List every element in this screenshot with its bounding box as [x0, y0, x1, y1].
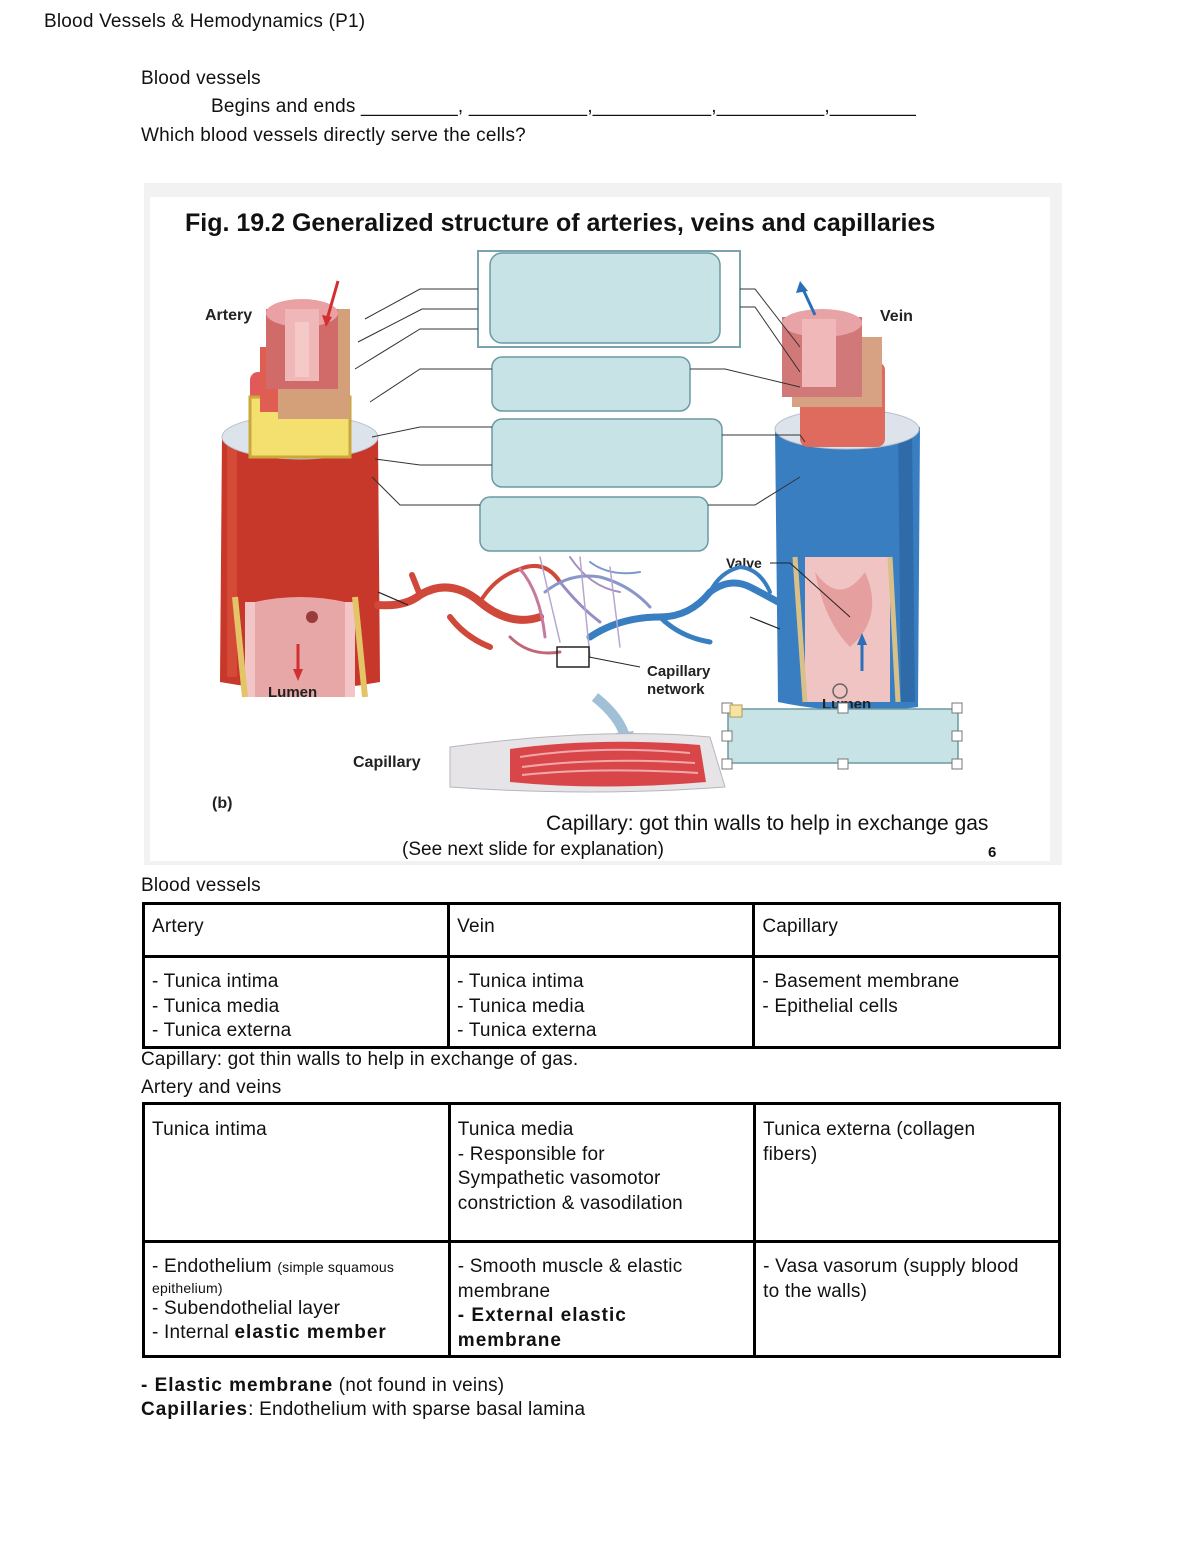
- list-item: fibers): [763, 1143, 818, 1165]
- selected-label-box[interactable]: [727, 708, 959, 764]
- vein-illustration: [774, 281, 920, 711]
- capillary-network-label-1: Capillary: [647, 663, 711, 680]
- selection-handles[interactable]: [721, 702, 963, 770]
- capillary-label: Capillary: [353, 754, 421, 771]
- list-item: - Tunica media: [152, 995, 280, 1017]
- list-item: to the walls): [763, 1280, 868, 1302]
- tunica-intima-header: Tunica intima: [142, 1102, 451, 1243]
- label-group-frame: [477, 250, 741, 348]
- table-header-row: Artery Vein Capillary: [141, 902, 1061, 958]
- text-run-bold: elastic member: [234, 1322, 387, 1343]
- tunica-media-title: Tunica media: [457, 1119, 574, 1140]
- list-item: - Internal elastic member: [152, 1321, 441, 1346]
- tunica-intima-details: - Endothelium (simple squamous epitheliu…: [142, 1240, 451, 1358]
- list-item: - Basement membrane: [762, 971, 960, 992]
- part-label: (b): [212, 795, 232, 812]
- label-box-4[interactable]: [479, 496, 709, 552]
- artery-layers-cell: - Tunica intima - Tunica media - Tunica …: [141, 955, 451, 1049]
- figure-title: Fig. 19.2 Generalized structure of arter…: [185, 209, 935, 237]
- text-run: - Endothelium: [152, 1256, 278, 1277]
- tunica-externa-details: - Vasa vasorum (supply blood to the wall…: [753, 1240, 1061, 1358]
- list-item: - Epithelial cells: [762, 995, 898, 1017]
- list-item: - Tunica externa: [457, 1020, 597, 1041]
- capillary-network-label-2: network: [647, 681, 705, 698]
- elastic-membrane-note: - Elastic membrane (not found in veins): [141, 1374, 504, 1398]
- figure-panel: Fig. 19.2 Generalized structure of arter…: [144, 183, 1062, 865]
- question-text: Which blood vessels directly serve the c…: [141, 125, 526, 146]
- lumen-label-artery: Lumen: [268, 684, 317, 701]
- capillary-layers-cell: - Basement membrane - Epithelial cells: [752, 955, 1061, 1049]
- vein-layers-cell: - Tunica intima - Tunica media - Tunica …: [447, 955, 756, 1049]
- section-heading-blood-vessels: Blood vessels: [141, 68, 261, 89]
- list-item: membrane: [457, 1280, 551, 1302]
- list-item: - Endothelium (simple squamous: [152, 1255, 441, 1280]
- list-item: - Smooth muscle & elastic: [457, 1256, 683, 1277]
- tunica-externa-header: Tunica externa (collagen fibers): [753, 1102, 1061, 1243]
- text-run: - Internal: [152, 1322, 235, 1343]
- artery-label: Artery: [205, 307, 252, 324]
- adjust-handle[interactable]: [729, 704, 743, 718]
- figure-caption: Capillary: got thin walls to help in exc…: [546, 812, 988, 835]
- magnify-box: [556, 646, 590, 668]
- list-item: - Subendothelial layer: [152, 1297, 341, 1319]
- vein-label: Vein: [880, 308, 913, 325]
- section-heading-blood-vessels-2: Blood vessels: [141, 875, 261, 896]
- see-next-note: (See next slide for explanation): [402, 839, 664, 860]
- slide-number: 6: [988, 844, 996, 861]
- list-item: - Tunica intima: [152, 971, 279, 992]
- figure-slide: Fig. 19.2 Generalized structure of arter…: [150, 197, 1050, 861]
- header-vein: Vein: [447, 902, 756, 958]
- capillary-network: [374, 556, 782, 658]
- list-item: Tunica externa (collagen: [763, 1119, 976, 1140]
- capillary-note: Capillary: got thin walls to help in exc…: [141, 1049, 579, 1070]
- label-box-2[interactable]: [491, 356, 691, 412]
- label-box-3[interactable]: [491, 418, 723, 488]
- section-heading-artery-veins: Artery and veins: [141, 1077, 282, 1098]
- layers-table: Tunica intima Tunica media - Responsible…: [142, 1102, 1061, 1358]
- text-run-small: (simple squamous: [277, 1259, 395, 1275]
- list-item: - Tunica externa: [152, 1020, 292, 1041]
- list-item: - Tunica media: [457, 995, 585, 1017]
- table-header-row: Tunica intima Tunica media - Responsible…: [142, 1102, 1061, 1243]
- artery-illustration: [220, 280, 380, 698]
- text-run-bold: - Elastic membrane: [141, 1375, 334, 1396]
- text-run: (not found in veins): [333, 1375, 505, 1396]
- rotate-handle-icon[interactable]: [832, 683, 848, 699]
- text-run: : Endothelium with sparse basal lamina: [248, 1399, 586, 1420]
- list-item: - Responsible for: [457, 1143, 605, 1165]
- vessel-diagram: Fig. 19.2 Generalized structure of arter…: [185, 209, 996, 861]
- capillary-illustration: [449, 733, 726, 793]
- table-row: - Tunica intima - Tunica media - Tunica …: [141, 955, 1061, 1049]
- vessels-table: Artery Vein Capillary - Tunica intima - …: [141, 902, 1061, 1049]
- text-run-bold: - External elastic: [457, 1305, 627, 1326]
- text-run-bold: membrane: [457, 1329, 562, 1351]
- document-title: Blood Vessels & Hemodynamics (P1): [44, 11, 366, 32]
- header-capillary: Capillary: [752, 902, 1061, 958]
- leader-lines: [354, 288, 806, 506]
- tunica-media-header: Tunica media - Responsible for Sympathet…: [447, 1102, 757, 1243]
- fill-in-blank-line: Begins and ends _________, ___________,_…: [211, 96, 917, 117]
- list-item: constriction & vasodilation: [457, 1192, 683, 1214]
- list-item: epithelium): [152, 1279, 223, 1296]
- text-run-bold: Capillaries: [141, 1399, 249, 1420]
- list-item: - Vasa vasorum (supply blood: [763, 1256, 1019, 1277]
- header-artery: Artery: [141, 902, 451, 958]
- capillaries-note: Capillaries: Endothelium with sparse bas…: [141, 1398, 585, 1422]
- table-row: - Endothelium (simple squamous epitheliu…: [142, 1240, 1061, 1358]
- tunica-media-details: - Smooth muscle & elastic membrane - Ext…: [447, 1240, 757, 1358]
- list-item: - Tunica intima: [457, 971, 584, 992]
- list-item: Sympathetic vasomotor: [457, 1168, 661, 1189]
- label-box-1[interactable]: [489, 252, 721, 344]
